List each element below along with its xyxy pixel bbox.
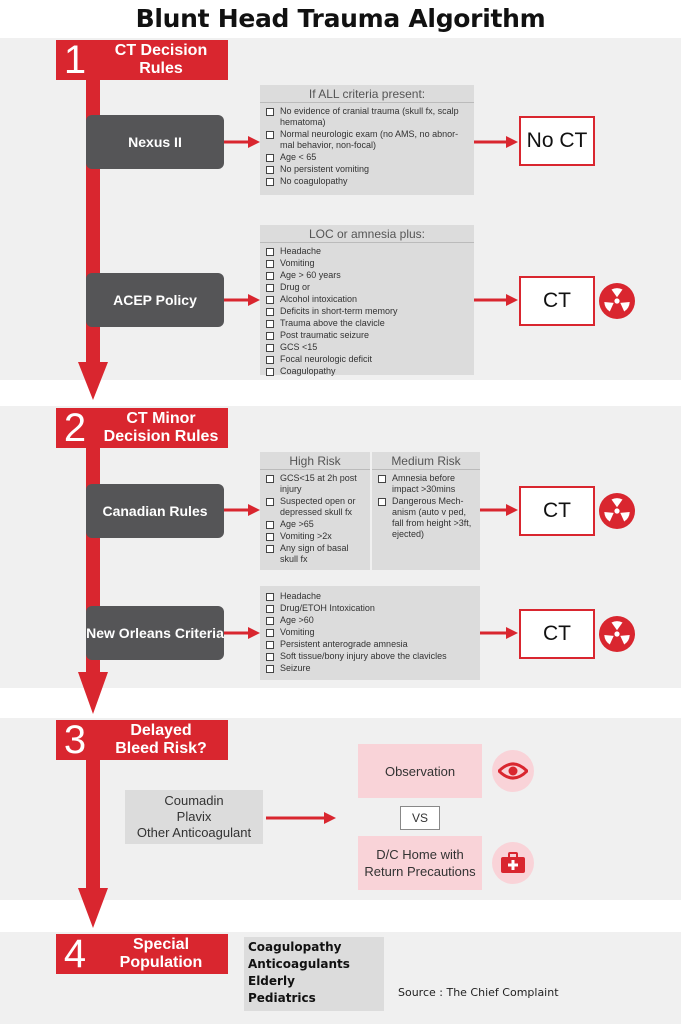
criteria-item: Normal neurologic exam (no AMS, no abnor… bbox=[266, 129, 468, 151]
med-item: Coumadin bbox=[164, 793, 224, 808]
new-orleans-rule-box: New Orleans Criteria bbox=[86, 606, 224, 660]
canadian-high-risk-header: High Risk bbox=[260, 452, 370, 470]
criteria-item: Vomiting >2x bbox=[266, 531, 364, 542]
section-3-number: 3 bbox=[63, 718, 87, 762]
arrow-to-section-4 bbox=[78, 888, 108, 928]
canadian-high-risk-panel: High Risk GCS<15 at 2h post injury Suspe… bbox=[260, 452, 370, 570]
canadian-medium-risk-header: Medium Risk bbox=[372, 452, 480, 470]
section-1-number: 1 bbox=[63, 38, 87, 82]
nexus-rule-box: Nexus II bbox=[86, 115, 224, 169]
acep-criteria-header: LOC or amnesia plus: bbox=[260, 225, 474, 243]
page-title: Blunt Head Trauma Algorithm bbox=[135, 4, 546, 33]
criteria-item: Dangerous Mech-anism (auto v ped, fall f… bbox=[378, 496, 474, 540]
section-2-number: 2 bbox=[63, 406, 87, 450]
section-1-label: 1 CT Decision Rules bbox=[56, 40, 228, 80]
criteria-item: Post traumatic seizure bbox=[266, 330, 468, 341]
criteria-item: Seizure bbox=[266, 663, 474, 674]
first-aid-kit-icon bbox=[492, 842, 534, 884]
arrow-to-section-2 bbox=[78, 362, 108, 400]
section-4-label: 4 Special Population bbox=[56, 934, 228, 974]
criteria-item: Headache bbox=[266, 246, 468, 257]
criteria-item: Coagulopathy bbox=[266, 366, 468, 377]
criteria-item: Any sign of basal skull fx bbox=[266, 543, 364, 565]
criteria-item: Trauma above the clavicle bbox=[266, 318, 468, 329]
criteria-item: Persistent anterograde amnesia bbox=[266, 639, 474, 650]
section-4-number: 4 bbox=[63, 932, 87, 976]
spine-segment-3 bbox=[86, 760, 100, 890]
criteria-item: Drug or bbox=[266, 282, 468, 293]
criteria-item: GCS<15 at 2h post injury bbox=[266, 473, 364, 495]
canadian-medium-risk-panel: Medium Risk Amnesia before impact >30min… bbox=[372, 452, 480, 570]
special-item: Elderly bbox=[248, 974, 295, 988]
canadian-rule-box: Canadian Rules bbox=[86, 484, 224, 538]
radiation-icon bbox=[599, 493, 635, 529]
criteria-item: Vomiting bbox=[266, 258, 468, 269]
special-item: Pediatrics bbox=[248, 991, 316, 1005]
section-4-title: Special Population bbox=[119, 936, 203, 971]
radiation-icon bbox=[599, 283, 635, 319]
criteria-item: Headache bbox=[266, 591, 474, 602]
section-2-title: CT Minor Decision Rules bbox=[103, 410, 219, 445]
criteria-item: No evidence of cranial trauma (skull fx,… bbox=[266, 106, 468, 128]
criteria-item: Vomiting bbox=[266, 627, 474, 638]
criteria-item: No persistent vomiting bbox=[266, 164, 468, 175]
special-item: Coagulopathy bbox=[248, 940, 342, 954]
new-orleans-criteria-panel: Headache Drug/ETOH Intoxication Age >60 … bbox=[260, 586, 480, 680]
source-credit: Source : The Chief Complaint bbox=[398, 986, 559, 999]
criteria-item: Age >60 bbox=[266, 615, 474, 626]
acep-criteria-panel: LOC or amnesia plus: Headache Vomiting A… bbox=[260, 225, 474, 377]
acep-rule-box: ACEP Policy bbox=[86, 273, 224, 327]
anticoagulant-box: Coumadin Plavix Other Anticoagulant bbox=[125, 790, 263, 844]
criteria-item: Drug/ETOH Intoxication bbox=[266, 603, 474, 614]
criteria-item: Focal neurologic deficit bbox=[266, 354, 468, 365]
criteria-item: Soft tissue/bony injury above the clavic… bbox=[266, 651, 474, 662]
section-3-label: 3 Delayed Bleed Risk? bbox=[56, 720, 228, 760]
eye-icon bbox=[492, 750, 534, 792]
observation-box: Observation bbox=[358, 744, 482, 798]
med-item: Other Anticoagulant bbox=[136, 825, 252, 840]
discharge-home-box: D/C Home with Return Precautions bbox=[358, 836, 482, 890]
criteria-item: Age >65 bbox=[266, 519, 364, 530]
criteria-item: Alcohol intoxication bbox=[266, 294, 468, 305]
criteria-item: Age > 60 years bbox=[266, 270, 468, 281]
vs-label: VS bbox=[400, 806, 440, 830]
criteria-item: No coagulopathy bbox=[266, 176, 468, 187]
section-2-label: 2 CT Minor Decision Rules bbox=[56, 408, 228, 448]
criteria-item: Amnesia before impact >30mins bbox=[378, 473, 474, 495]
canadian-outcome-box: CT bbox=[519, 486, 595, 536]
acep-outcome-box: CT bbox=[519, 276, 595, 326]
nexus-outcome-box: No CT bbox=[519, 116, 595, 166]
special-item: Anticoagulants bbox=[248, 957, 350, 971]
special-population-box: Coagulopathy Anticoagulants Elderly Pedi… bbox=[244, 937, 384, 1011]
criteria-item: Deficits in short-term memory bbox=[266, 306, 468, 317]
criteria-item: Suspected open or depressed skull fx bbox=[266, 496, 364, 518]
radiation-icon bbox=[599, 616, 635, 652]
arrow-to-section-3 bbox=[78, 672, 108, 714]
new-orleans-outcome-box: CT bbox=[519, 609, 595, 659]
section-1-title: CT Decision Rules bbox=[114, 42, 208, 77]
nexus-criteria-panel: If ALL criteria present: No evidence of … bbox=[260, 85, 474, 195]
section-3-title: Delayed Bleed Risk? bbox=[115, 722, 207, 757]
criteria-item: Age < 65 bbox=[266, 152, 468, 163]
nexus-criteria-header: If ALL criteria present: bbox=[260, 85, 474, 103]
med-item: Plavix bbox=[176, 809, 212, 824]
criteria-item: GCS <15 bbox=[266, 342, 468, 353]
